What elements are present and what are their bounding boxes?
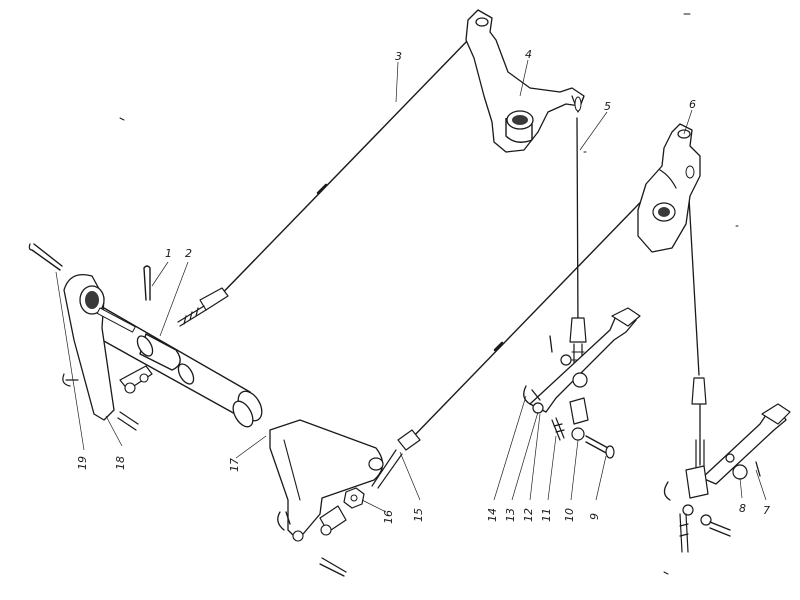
callout-2: 2 [185, 247, 192, 260]
callout-16: 16 [382, 510, 395, 524]
stray-marks [119, 13, 739, 575]
callout-14: 14 [486, 508, 499, 522]
bracket-4 [465, 9, 585, 153]
callout-1: 1 [165, 247, 172, 260]
bracket-6 [637, 123, 701, 253]
pin-1 [143, 265, 151, 301]
pin-19 [28, 243, 79, 387]
callout-9: 9 [588, 513, 601, 520]
rod-6-drop [687, 179, 701, 466]
callout-3: 3 [395, 50, 402, 63]
rod-15 [409, 177, 665, 441]
rod-3 [207, 37, 471, 309]
callout-18: 18 [114, 456, 127, 470]
leader-lines [55, 59, 767, 513]
callout-15: 15 [412, 508, 425, 522]
bracket-18 [63, 273, 136, 421]
clevis-rod-15 [371, 429, 421, 489]
callout-labels: 1 2 3 4 5 6 7 8 9 10 11 12 13 14 15 16 1… [76, 48, 770, 524]
callout-17: 17 [228, 458, 241, 472]
callout-11: 11 [540, 508, 553, 522]
callout-4: 4 [525, 48, 532, 61]
nut-16 [343, 487, 365, 509]
callout-12: 12 [522, 508, 535, 522]
lever-assembly-center [523, 307, 641, 459]
clevis-rod-6 [691, 377, 707, 471]
lever-assembly-right [663, 403, 791, 553]
callout-8: 8 [739, 502, 746, 515]
callout-5: 5 [604, 100, 611, 113]
callout-10: 10 [563, 508, 576, 522]
callout-6: 6 [689, 98, 696, 111]
shaft-17 [83, 299, 263, 428]
callout-19: 19 [76, 456, 89, 470]
clevis-lever-17 [277, 505, 347, 577]
callout-7: 7 [763, 504, 770, 517]
clevis-rod-3 [177, 287, 229, 327]
lever-17-arm [269, 419, 384, 541]
callout-13: 13 [504, 508, 517, 522]
rod-5 [576, 117, 579, 331]
clevis-left-shaft [117, 365, 153, 431]
